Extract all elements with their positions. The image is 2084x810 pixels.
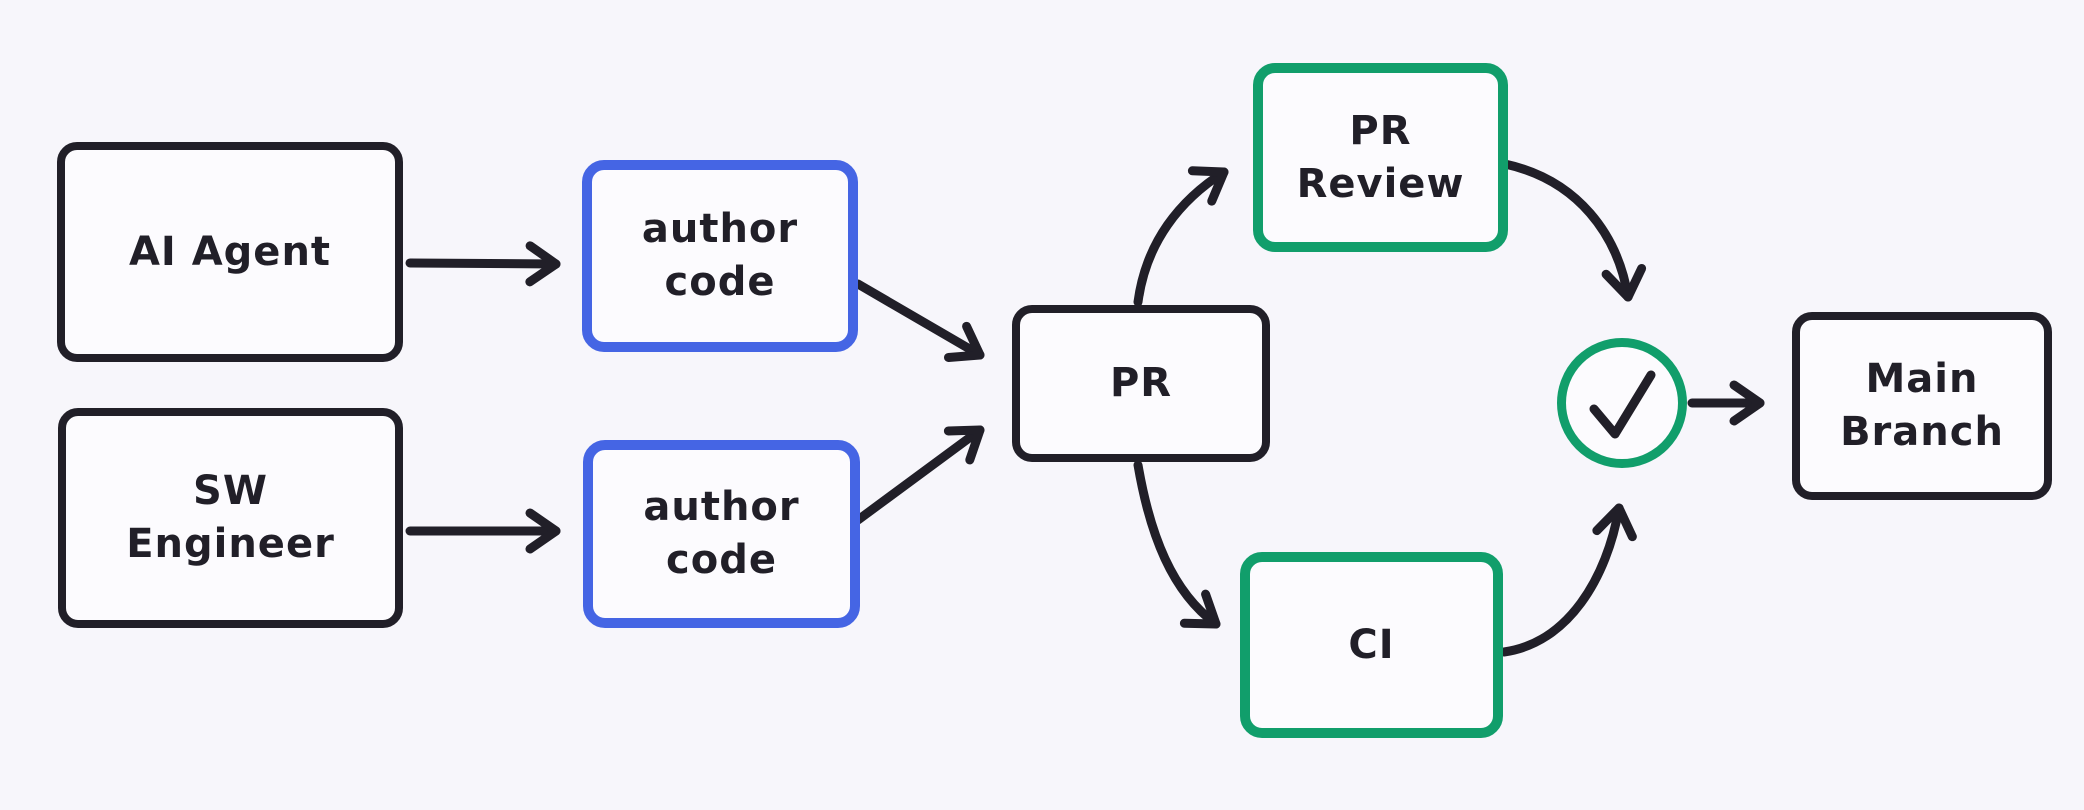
node-author-code-bottom: author code [583,440,860,628]
node-main-branch: Main Branch [1792,312,2052,500]
node-main-branch-label: Main Branch [1840,356,2004,455]
node-pr-review: PR Review [1253,63,1508,252]
node-pr-label: PR [1109,360,1173,407]
node-author-code-top: author code [582,160,858,352]
node-sw-engineer: SW Engineer [58,408,403,628]
check-icon [1589,370,1656,439]
node-ci: CI [1240,552,1503,738]
node-author-code-top-label: author code [641,206,799,305]
node-ai-agent-label: AI Agent [128,228,332,275]
node-ci-label: CI [1348,621,1395,668]
arrow-pr-to-ci [1133,460,1221,629]
arrow-pr-to-pr-review [1133,166,1229,307]
arrow-author-code-top-to-pr [853,279,985,362]
node-sw-engineer-label: SW Engineer [126,468,335,567]
node-author-code-bottom-label: author code [643,484,800,583]
node-ai-agent: AI Agent [57,142,403,362]
arrow-ai-agent-to-author-code-top [405,241,561,287]
arrow-author-code-bottom-to-pr [853,425,985,525]
node-pr-review-label: PR Review [1296,107,1465,207]
node-check-status [1557,338,1687,468]
arrow-ci-to-check [1499,503,1637,657]
arrow-pr-review-to-check [1500,159,1647,302]
node-pr: PR [1012,305,1270,462]
